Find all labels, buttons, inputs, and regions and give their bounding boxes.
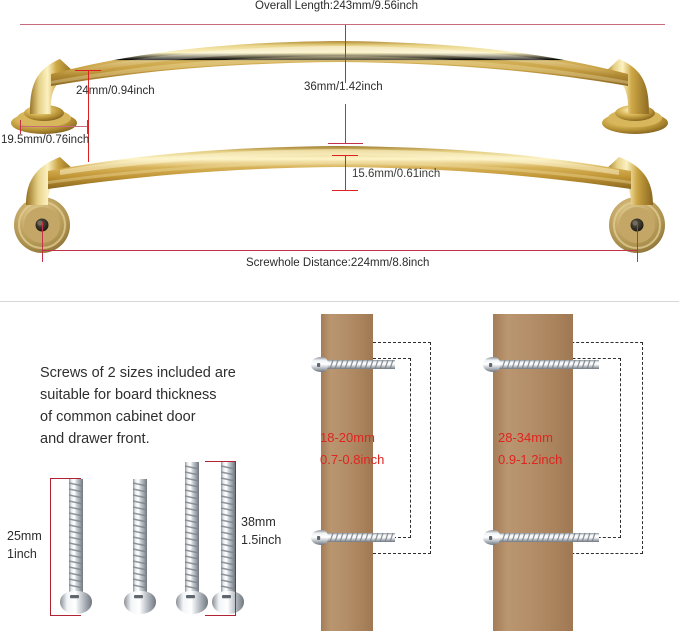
handle-front-view	[11, 41, 668, 134]
bar-thickness-tick-bottom	[332, 190, 358, 192]
board-thick-thickness-mm: 28-34mm	[498, 430, 553, 445]
board-thin-thickness-in: 0.7-0.8inch	[320, 452, 385, 467]
screw-group	[60, 462, 244, 614]
board-diagram-thin: 18-20mm 0.7-0.8inch	[311, 302, 478, 631]
handle-outline-outer-thin	[338, 342, 431, 554]
overall-length-label: Overall Length:243mm/9.56inch	[255, 0, 419, 12]
base-height-tick-top	[75, 70, 101, 72]
base-height-label: 24mm/0.94inch	[76, 85, 155, 97]
base-width-tick-right	[87, 120, 88, 134]
screwhole-dim-line	[42, 250, 638, 251]
long-screw-label-mm: 38mm	[241, 515, 276, 529]
screw-long-2	[212, 462, 244, 614]
base-width-label: 19.5mm/0.76inch	[1, 134, 90, 146]
projection-label: 36mm/1.42inch	[304, 81, 383, 93]
screws-description-line-3: of common cabinet door	[40, 409, 196, 425]
screws-description-line-4: and drawer front.	[40, 431, 150, 447]
board-thin-thickness-mm: 18-20mm	[320, 430, 375, 445]
screwhole-distance-label: Screwhole Distance:224mm/8.8inch	[246, 257, 430, 269]
long-screw-bracket	[205, 461, 236, 616]
board-screw-thin-lower	[311, 530, 395, 545]
base-width-dim-line	[20, 126, 88, 128]
screws-description-line-2: suitable for board thickness	[40, 387, 217, 403]
short-screw-bracket	[50, 478, 81, 616]
board-thick-thickness-in: 0.9-1.2inch	[498, 452, 563, 467]
base-height-dim-line	[88, 70, 89, 162]
projection-dim-line-lower	[345, 104, 346, 144]
screw-short-2	[124, 479, 156, 614]
board-diagram-thick: 28-34mm 0.9-1.2inch	[483, 302, 679, 631]
screws-description-line-1: Screws of 2 sizes included are	[40, 365, 236, 381]
board-screw-thick-lower	[483, 530, 599, 545]
screwhole-dim-tick-right	[637, 222, 638, 262]
base-width-tick-left	[20, 120, 21, 134]
board-screw-thick-upper	[483, 357, 599, 372]
screws-section: Screws of 2 sizes included are suitable …	[0, 302, 679, 631]
handle-outline-outer-thick	[532, 342, 643, 554]
board-screw-thin-upper	[311, 357, 395, 372]
bar-thickness-label: 15.6mm/0.61inch	[352, 168, 441, 180]
screw-short-1	[60, 479, 92, 614]
projection-dim-tick-bottom	[328, 143, 363, 144]
bar-thickness-tick-top	[332, 155, 358, 157]
dimensions-section: Overall Length:243mm/9.56inch	[0, 0, 679, 300]
section-divider	[0, 301, 679, 302]
screwhole-dim-tick-left	[42, 222, 43, 262]
short-screw-label-in: 1inch	[7, 547, 37, 561]
overall-length-rule	[20, 24, 665, 26]
handle-back-view	[14, 146, 665, 253]
projection-dim-line-upper	[345, 25, 346, 83]
screw-long-1	[176, 462, 208, 614]
short-screw-label-mm: 25mm	[7, 529, 42, 543]
bar-thickness-dim-line	[345, 155, 346, 191]
long-screw-label-in: 1.5inch	[241, 533, 282, 547]
